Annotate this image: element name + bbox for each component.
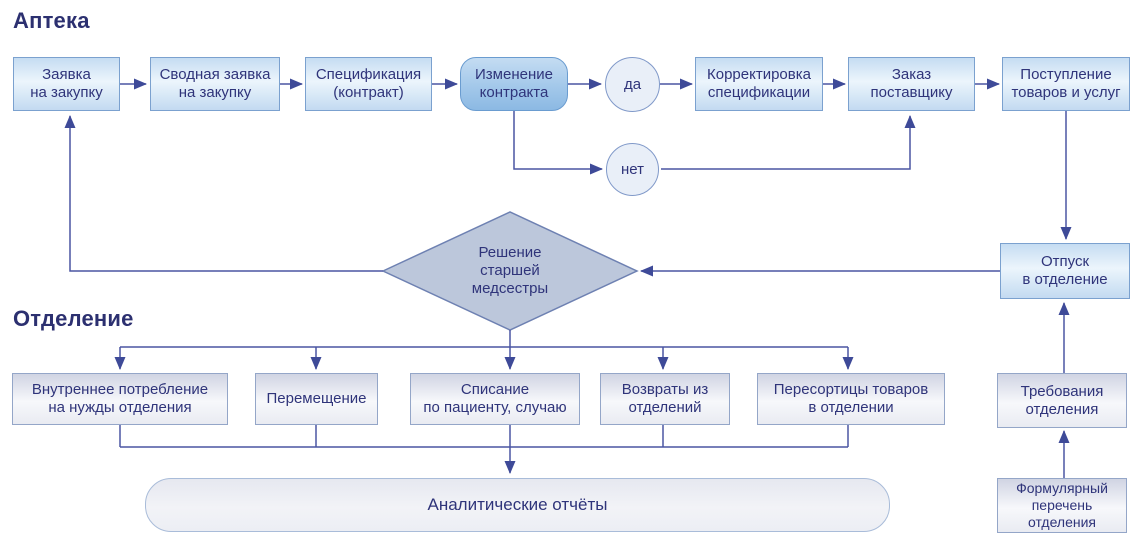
- node-patient-writeoff: Списание по пациенту, случаю: [410, 373, 580, 425]
- node-consolidated-request: Сводная заявка на закупку: [150, 57, 280, 111]
- node-internal-consumption: Внутреннее потребление на нужды отделени…: [12, 373, 228, 425]
- node-no: нет: [606, 143, 659, 196]
- pharmacy-section-title: Аптека: [13, 8, 90, 33]
- node-specification-contract: Спецификация (контракт): [305, 57, 432, 111]
- node-goods-receipt: Поступление товаров и услуг: [1002, 57, 1130, 111]
- node-yes: да: [605, 57, 660, 112]
- node-returns: Возвраты из отделений: [600, 373, 730, 425]
- node-head-nurse-decision: Решение старшей медсестры: [471, 244, 549, 297]
- node-spec-adjustment: Корректировка спецификации: [695, 57, 823, 111]
- node-contract-change: Изменение контракта: [460, 57, 568, 111]
- department-section-title: Отделение: [13, 306, 134, 331]
- node-regrading: Пересортицы товаров в отделении: [757, 373, 945, 425]
- node-formulary-list: Формулярный перечень отделения: [997, 478, 1127, 533]
- node-supplier-order: Заказ поставщику: [848, 57, 975, 111]
- node-department-requisition: Требования отделения: [997, 373, 1127, 428]
- node-dispense-to-department: Отпуск в отделение: [1000, 243, 1130, 299]
- node-transfer: Перемещение: [255, 373, 378, 425]
- node-purchase-request: Заявка на закупку: [13, 57, 120, 111]
- node-analytical-reports: Аналитические отчёты: [145, 478, 890, 532]
